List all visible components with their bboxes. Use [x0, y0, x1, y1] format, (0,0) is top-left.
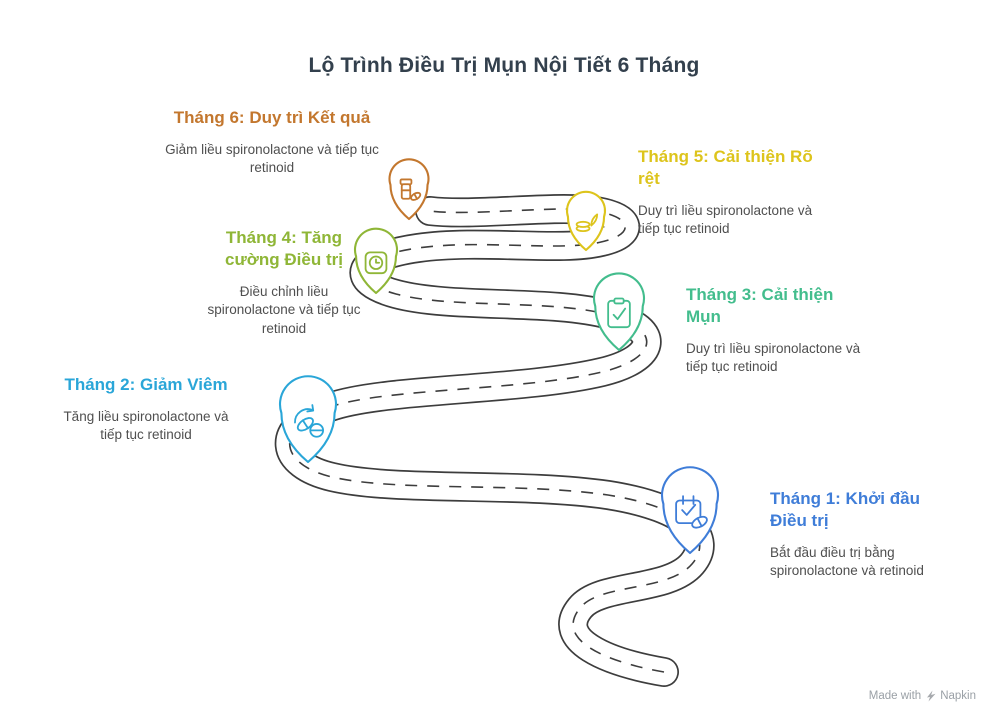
milestone-5-label: Tháng 5: Cải thiện Rõ rệt: [638, 147, 813, 188]
milestone-3: Tháng 3: Cải thiện Mụn Duy trì liều spir…: [686, 284, 866, 377]
pill-bottle-icon: [401, 179, 422, 201]
milestone-6: Tháng 6: Duy trì Kết quả Giảm liều spiro…: [160, 107, 384, 178]
watermark: Made with Napkin: [869, 690, 976, 702]
milestone-1-pin: [662, 467, 718, 553]
milestone-3-description: Duy trì liều spironolactone và tiếp tục …: [686, 340, 861, 375]
milestone-5-pin: [567, 192, 605, 250]
milestone-1: Tháng 1: Khởi đầu Điều trị Bắt đầu điều …: [770, 488, 955, 581]
coins-growth-icon: [577, 214, 598, 231]
milestone-2-label: Tháng 2: Giảm Viêm: [64, 375, 228, 394]
napkin-logo-icon: [927, 690, 936, 702]
milestone-2-pin: [280, 376, 336, 462]
milestone-4-label: Tháng 4: Tăng cường Điều trị: [225, 228, 343, 269]
milestone-4: Tháng 4: Tăng cường Điều trị Điều chỉnh …: [200, 227, 368, 338]
milestone-4-description: Điều chỉnh liều spironolactone và tiếp t…: [207, 283, 361, 336]
calendar-check-icon: [676, 496, 709, 530]
clipboard-check-icon: [608, 299, 630, 328]
watermark-brand: Napkin: [940, 690, 976, 702]
milestone-2-description: Tăng liều spironolactone và tiếp tục ret…: [63, 408, 229, 443]
page-title: Lộ Trình Điều Trị Mụn Nội Tiết 6 Tháng: [308, 54, 700, 77]
milestone-1-description: Bắt đầu điều trị bằng spironolactone và …: [770, 544, 924, 579]
sync-pills-icon: [295, 405, 323, 437]
milestone-5: Tháng 5: Cải thiện Rõ rệt Duy trì liều s…: [638, 146, 816, 239]
milestone-pins: [280, 159, 718, 553]
milestone-1-label: Tháng 1: Khởi đầu Điều trị: [770, 489, 920, 530]
clock-icon: [366, 252, 387, 273]
milestone-2: Tháng 2: Giảm Viêm Tăng liều spironolact…: [53, 374, 239, 445]
milestone-6-label: Tháng 6: Duy trì Kết quả: [173, 108, 371, 127]
milestone-5-description: Duy trì liều spironolactone và tiếp tục …: [638, 202, 813, 237]
milestone-6-pin: [390, 159, 429, 219]
milestone-3-pin: [594, 273, 644, 350]
milestone-6-description: Giảm liều spironolactone và tiếp tục ret…: [165, 141, 379, 176]
milestone-3-label: Tháng 3: Cải thiện Mụn: [686, 285, 834, 326]
watermark-made-with: Made with: [868, 690, 922, 702]
milestone-4-pin: [355, 229, 397, 293]
